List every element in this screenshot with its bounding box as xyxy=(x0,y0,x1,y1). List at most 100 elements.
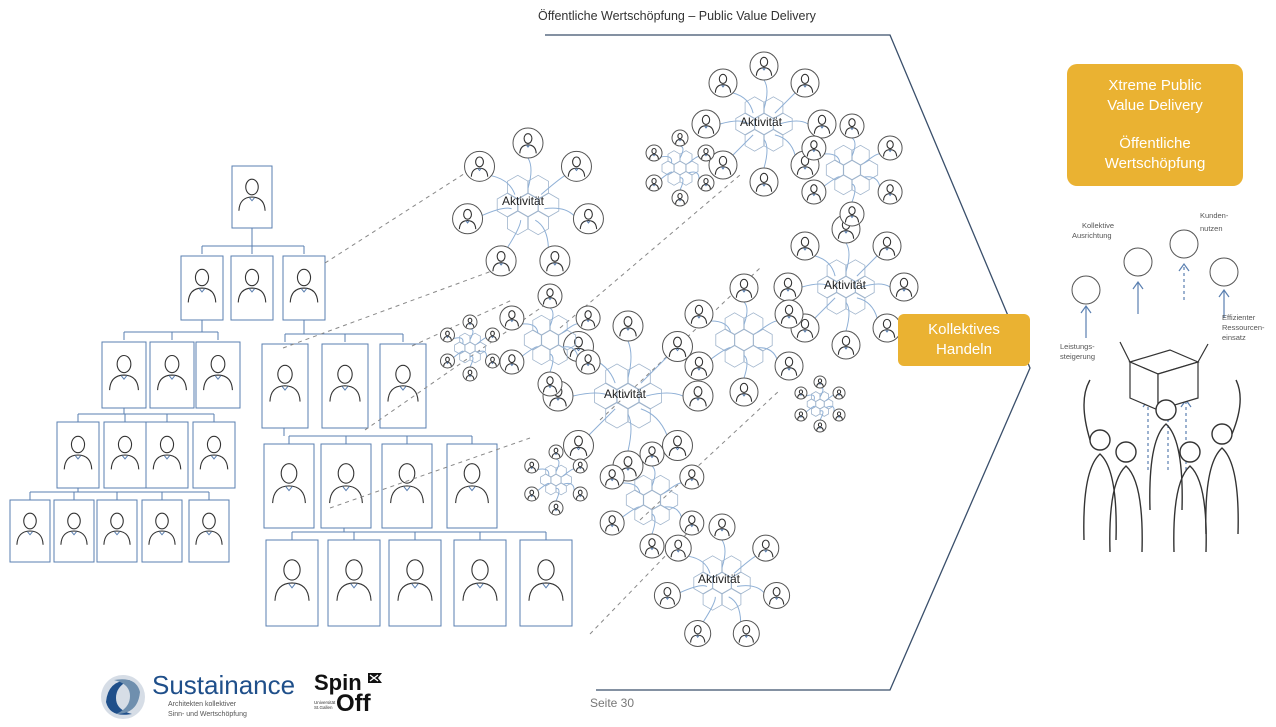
activity-cluster xyxy=(801,113,903,227)
person-collar xyxy=(844,346,848,350)
person-body xyxy=(157,374,187,391)
person-body xyxy=(780,367,798,376)
cluster-branch xyxy=(540,175,566,195)
person-collar xyxy=(650,455,654,459)
person-collar xyxy=(786,288,790,292)
hex-cell xyxy=(532,314,551,336)
person-body xyxy=(148,530,176,545)
up-arrow-head xyxy=(1080,304,1092,314)
member-person-icon xyxy=(644,446,660,463)
person-body xyxy=(895,288,913,297)
svg-text:Aktivität: Aktivität xyxy=(604,387,647,401)
person-body xyxy=(844,215,860,223)
cluster-branch xyxy=(736,585,765,593)
cluster-branch xyxy=(627,340,632,378)
member-person-icon xyxy=(668,336,687,357)
person-head xyxy=(245,178,259,196)
person-body xyxy=(488,335,497,341)
person-body xyxy=(796,329,814,338)
person-body xyxy=(670,549,686,558)
cluster-branch xyxy=(544,207,575,216)
member-node xyxy=(439,353,455,369)
person-collar xyxy=(721,166,725,170)
dashed-link xyxy=(411,299,513,347)
cluster-branch xyxy=(814,255,836,277)
org-person-icon xyxy=(390,463,424,504)
person-head xyxy=(574,336,583,348)
up-arrow-head xyxy=(1178,262,1190,272)
person-body xyxy=(684,478,699,486)
spin-text: Spin xyxy=(314,670,362,695)
person-head xyxy=(23,512,37,530)
member-node xyxy=(645,174,663,192)
hex-cell xyxy=(642,489,662,511)
person-collar xyxy=(554,509,558,512)
person-collar xyxy=(285,486,293,492)
person-head xyxy=(117,435,133,454)
university-text: Universität St.Gallen xyxy=(314,700,336,710)
label-nutzen: nutzen xyxy=(1200,224,1223,233)
cluster-branch xyxy=(549,353,554,373)
person-head xyxy=(283,559,301,581)
hex-cell xyxy=(506,210,529,236)
person-collar xyxy=(468,323,472,326)
person-head xyxy=(693,624,702,635)
person-head xyxy=(584,310,592,320)
sustainance-subtitle-1: Architekten kollektiver xyxy=(168,701,237,708)
person-head xyxy=(529,461,535,468)
member-person-icon xyxy=(797,411,805,420)
cluster-branch xyxy=(845,302,850,332)
cluster-branch xyxy=(622,482,641,494)
person-collar xyxy=(787,367,791,371)
person-collar xyxy=(159,531,165,536)
person-body xyxy=(60,530,88,545)
person-head xyxy=(899,277,909,289)
person-head xyxy=(718,155,728,167)
person-head xyxy=(244,268,260,287)
cluster-branch xyxy=(562,346,579,357)
cluster-branch xyxy=(537,468,550,476)
member-person-icon xyxy=(690,304,708,324)
person-collar xyxy=(704,184,708,187)
person-collar xyxy=(27,531,33,536)
xtreme-line-4: Wertschöpfung xyxy=(1104,155,1206,172)
person-collar xyxy=(120,375,128,380)
svg-text:Aktivität: Aktivität xyxy=(824,278,867,292)
person-body xyxy=(796,247,814,256)
person-body xyxy=(272,485,306,504)
person-collar xyxy=(888,193,892,197)
cluster-branch xyxy=(640,408,668,436)
person-head xyxy=(490,330,495,337)
hex-cell xyxy=(469,332,481,346)
figure-head xyxy=(1115,441,1137,463)
cluster-branch xyxy=(732,92,754,114)
person-collar xyxy=(477,168,482,172)
member-person-icon xyxy=(835,411,843,420)
member-person-icon xyxy=(768,586,785,605)
team-raising-box-icon xyxy=(1083,379,1241,553)
person-collar xyxy=(675,447,680,451)
hex-cell xyxy=(734,328,754,352)
org-person-icon xyxy=(329,463,363,504)
person-head xyxy=(701,114,711,126)
person-body xyxy=(492,262,510,272)
person-collar xyxy=(248,288,256,293)
person-body xyxy=(152,454,182,470)
person-head xyxy=(496,250,506,262)
person-head xyxy=(164,354,180,374)
person-body xyxy=(806,149,821,157)
person-head xyxy=(67,512,81,530)
person-collar xyxy=(510,363,514,367)
person-body xyxy=(690,634,706,643)
org-person-icon xyxy=(387,364,419,402)
cluster-branch xyxy=(824,153,841,164)
person-collar xyxy=(552,262,557,266)
org-person-icon xyxy=(269,364,301,402)
person-head xyxy=(572,156,581,168)
cluster-branch xyxy=(563,482,575,491)
member-node xyxy=(548,444,564,460)
person-head xyxy=(784,304,794,316)
person-body xyxy=(755,183,773,192)
cluster-branch xyxy=(779,120,809,125)
member-person-icon xyxy=(581,354,596,371)
